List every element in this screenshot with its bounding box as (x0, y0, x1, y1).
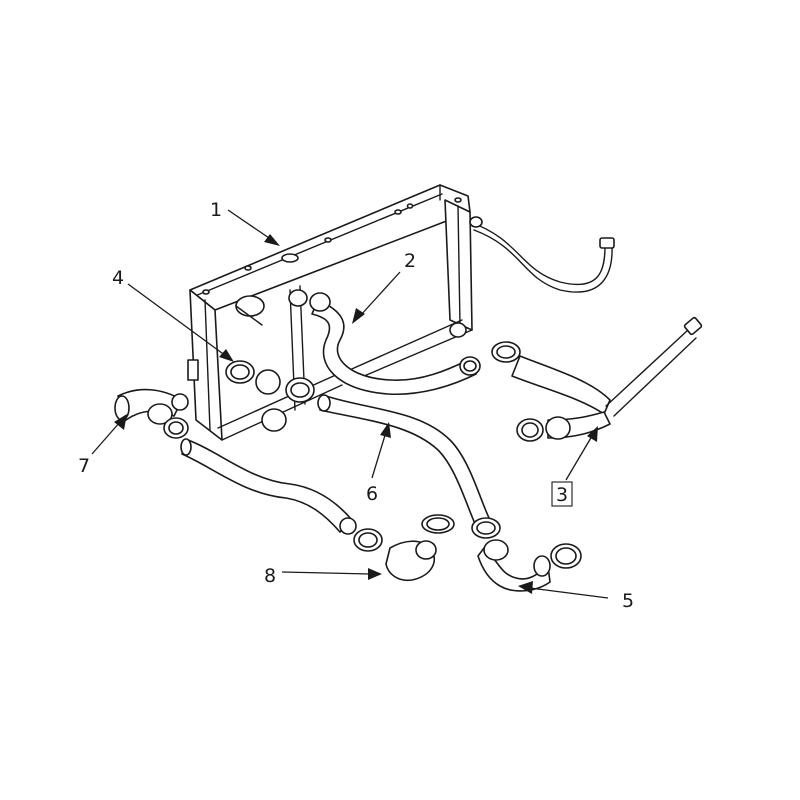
callout-7: 7 (78, 455, 90, 477)
hose-lower-left (180, 438, 383, 552)
leader-lines (91, 209, 609, 599)
radiator-frame (187, 184, 473, 441)
callout-4: 4 (112, 267, 124, 289)
hose-2 (309, 292, 481, 396)
callout-3: 3 (556, 484, 568, 506)
callout-2: 2 (404, 250, 416, 272)
pipe-3-assembly (491, 316, 703, 442)
hose-5 (471, 517, 582, 592)
callout-5: 5 (622, 590, 634, 612)
hose-6 (317, 394, 491, 527)
callout-1: 1 (210, 199, 222, 221)
clips-4 (225, 360, 315, 432)
bleed-hose (469, 216, 615, 293)
callout-3-box (551, 481, 573, 507)
callout-6: 6 (366, 483, 378, 505)
hose-7 (114, 388, 189, 439)
upper-clips (235, 289, 467, 338)
callout-labels: 1 2 3 4 5 6 7 8 (78, 199, 634, 612)
hose-8 (385, 514, 455, 582)
callout-8: 8 (264, 565, 276, 587)
